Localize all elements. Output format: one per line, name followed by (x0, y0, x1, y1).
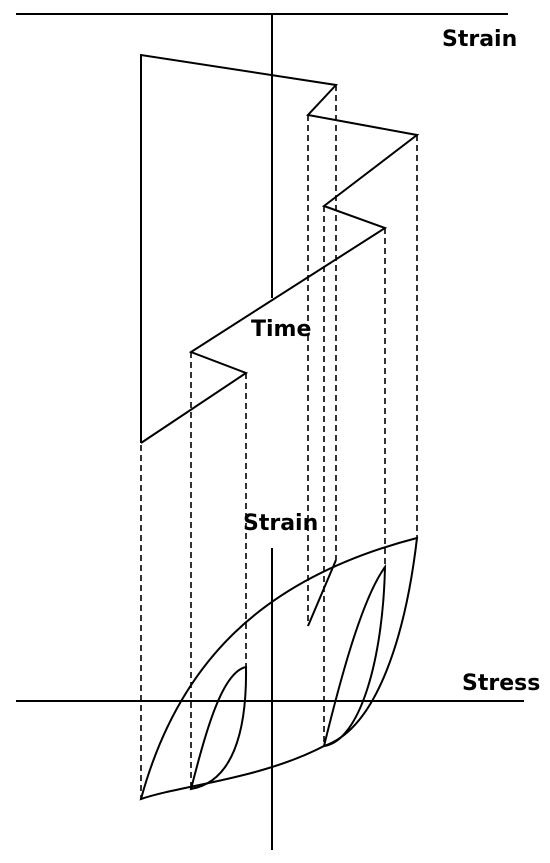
outer-hysteresis-loop (139, 536, 419, 801)
time-axis-label: Time (251, 317, 311, 342)
inner-loop-left (189, 665, 248, 791)
inner-loop-right (322, 563, 387, 748)
strain-time-history (140, 53, 420, 444)
lower-strain-label: Strain (243, 511, 318, 536)
upper-strain-label: Strain (442, 27, 517, 52)
stress-axis-label: Stress (462, 671, 540, 696)
partial-branch (307, 559, 337, 627)
